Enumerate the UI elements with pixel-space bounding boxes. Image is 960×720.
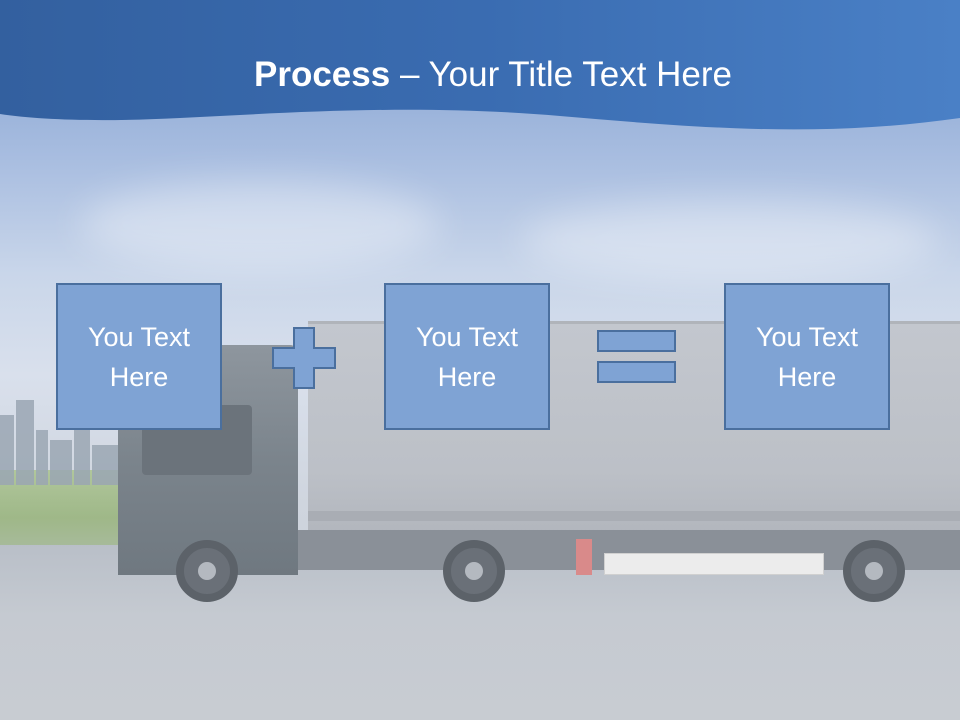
tail-light [576,539,592,575]
title-rest: – Your Title Text Here [390,55,732,94]
city-skyline [0,395,150,485]
wheel [443,540,505,602]
side-reflector [604,553,824,575]
process-box-text: You Text Here [87,321,191,392]
process-box-3[interactable]: You Text Here [724,283,890,430]
cloud [520,200,940,280]
trailer-rail [308,511,960,521]
cloud [80,180,440,270]
title-banner [0,0,960,130]
wheel [843,540,905,602]
process-box-1[interactable]: You Text Here [56,283,222,430]
title-bold: Process [254,55,391,94]
process-box-2[interactable]: You Text Here [384,283,550,430]
wheel [176,540,238,602]
slide-title: Process – Your Title Text Here [0,52,960,98]
process-box-text: You Text Here [755,321,859,392]
process-box-text: You Text Here [415,321,519,392]
plus-icon [272,327,336,389]
equals-icon [597,330,676,383]
